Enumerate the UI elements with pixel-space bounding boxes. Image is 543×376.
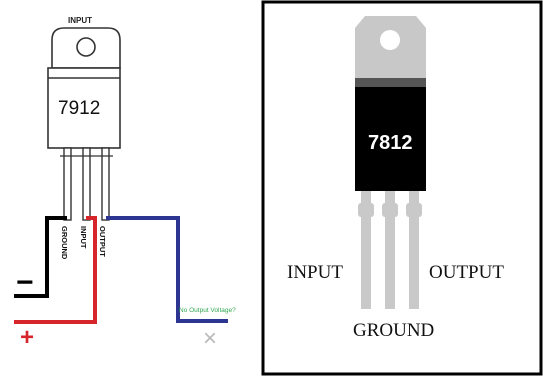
right-pin-collar-1 xyxy=(358,203,374,217)
input-wire xyxy=(14,216,97,324)
right-regulator-diagram: 7812 INPUT OUTPUT GROUND xyxy=(261,0,543,376)
x-mark: × xyxy=(203,325,217,352)
right-output-label: OUTPUT xyxy=(429,262,504,283)
right-pin-ground xyxy=(385,191,395,309)
left-pin-label-ground: GROUND xyxy=(60,226,69,260)
left-top-label: INPUT xyxy=(68,16,92,25)
left-pin-input xyxy=(82,147,91,221)
output-wire xyxy=(106,216,228,323)
right-tab-band xyxy=(355,78,426,87)
plus-sign: + xyxy=(20,324,34,351)
right-pin-input xyxy=(361,191,371,309)
minus-sign: − xyxy=(16,266,34,299)
right-regulator-body xyxy=(355,87,426,191)
right-input-label: INPUT xyxy=(287,262,343,283)
left-regulator-diagram: INPUT 7912 GROUND INPUT OUTPUT − + No Ou… xyxy=(14,16,236,352)
left-pin-output xyxy=(101,147,110,221)
no-output-note: No Output Voltage? xyxy=(179,307,236,314)
left-pin-ground xyxy=(63,147,72,221)
left-mounting-hole xyxy=(76,37,96,57)
left-regulator-body xyxy=(47,67,121,149)
right-mounting-hole xyxy=(380,30,400,50)
left-part-number: 7912 xyxy=(58,98,100,119)
right-pin-collar-2 xyxy=(382,203,398,217)
right-part-number: 7812 xyxy=(368,132,413,154)
left-pin-label-output: OUTPUT xyxy=(98,226,107,257)
right-pin-collar-3 xyxy=(406,203,422,217)
left-pin-label-input: INPUT xyxy=(79,226,88,249)
right-pin-output xyxy=(409,191,419,309)
right-ground-label: GROUND xyxy=(353,320,434,341)
ground-wire xyxy=(14,216,67,298)
